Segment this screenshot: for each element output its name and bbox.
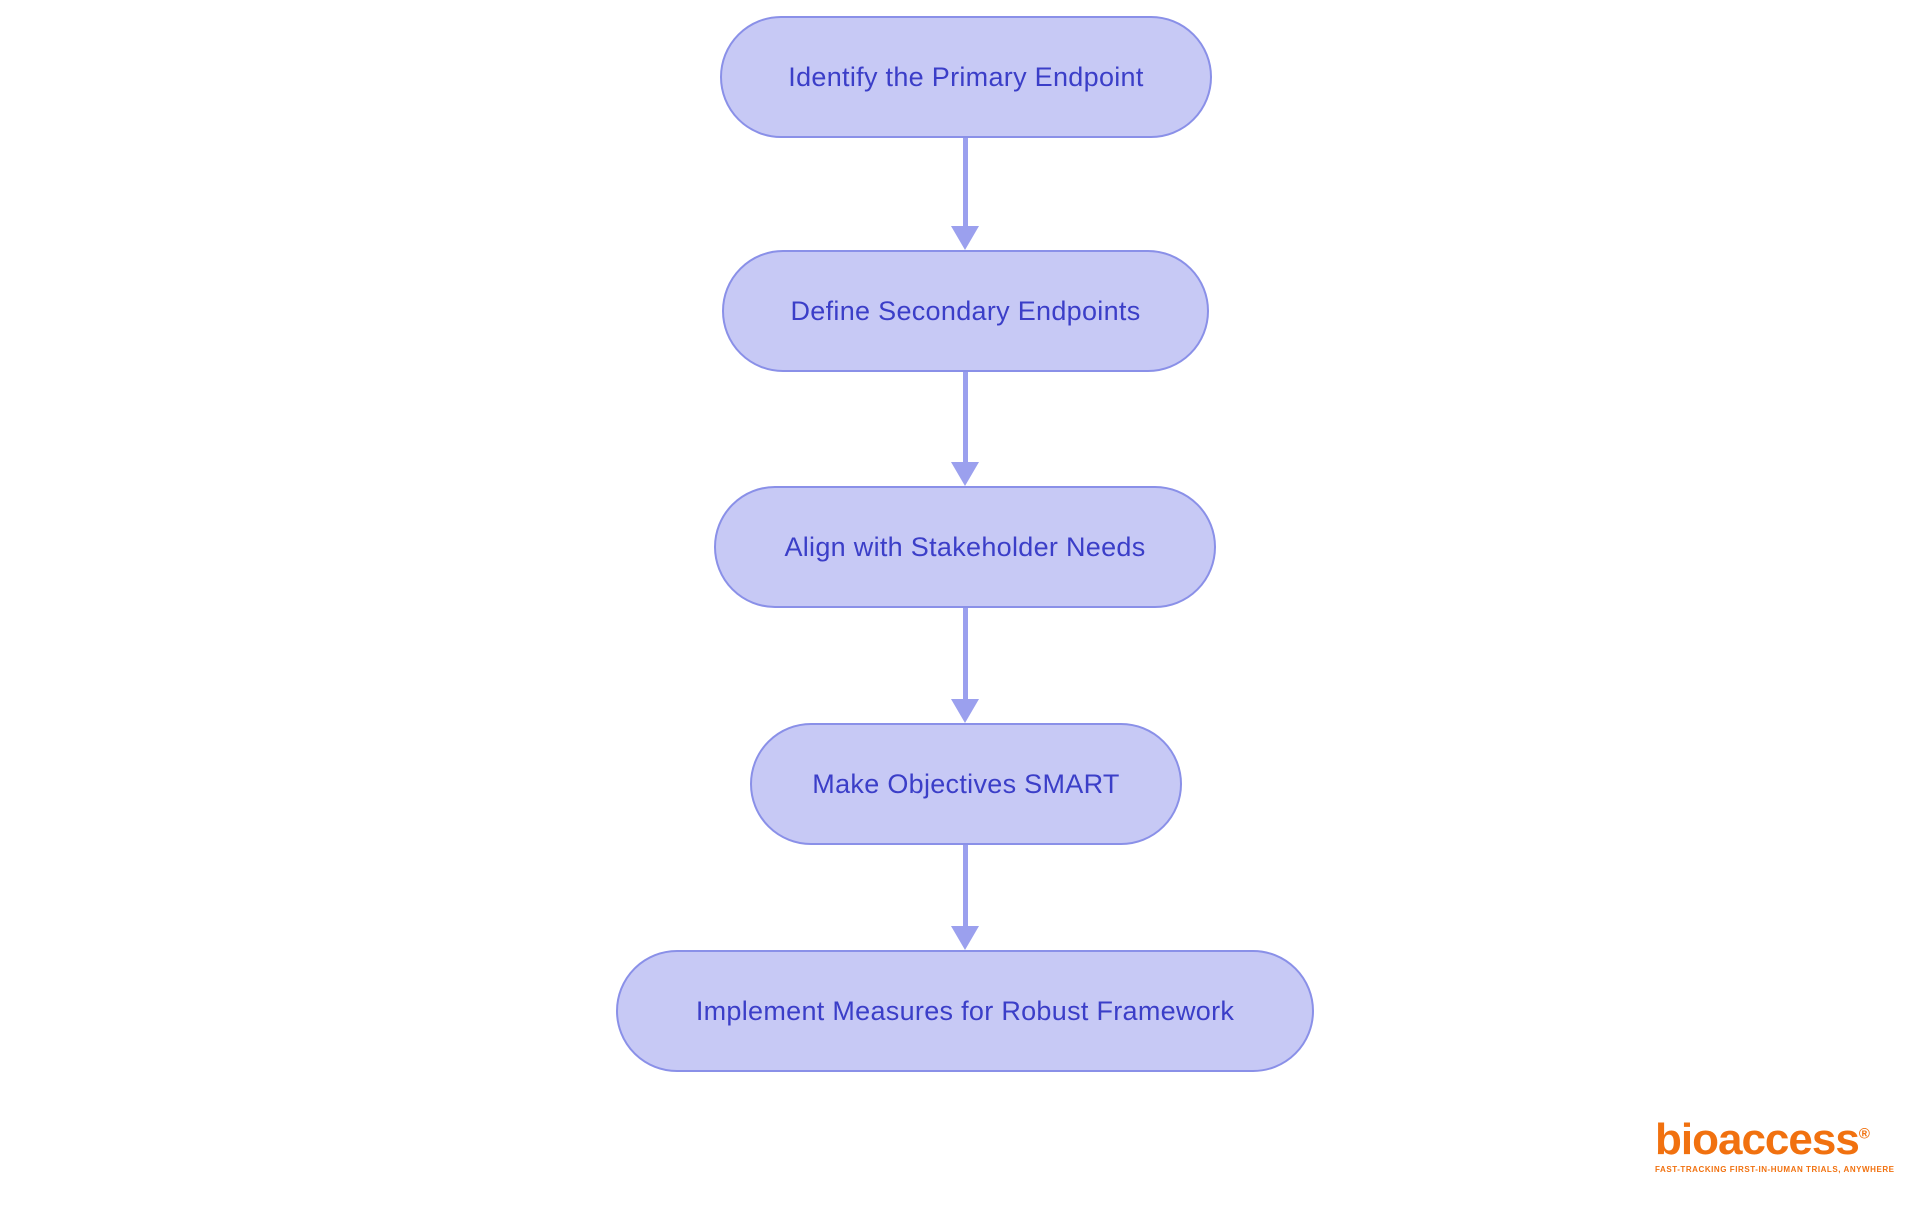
arrow-shaft [962,138,968,226]
arrow-down-icon [951,926,979,950]
bioaccess-logo: bioaccess® FAST-TRACKING FIRST-IN-HUMAN … [1655,1118,1895,1174]
arrow-shaft [962,608,968,699]
registered-trademark-icon: ® [1858,1125,1870,1143]
arrow-down-icon [951,462,979,486]
arrow-down-icon [951,699,979,723]
flow-node-implement-measures-robust-framework: Implement Measures for Robust Framework [616,950,1314,1072]
flow-node-label: Align with Stakeholder Needs [784,531,1146,562]
bioaccess-logo-tagline: FAST-TRACKING FIRST-IN-HUMAN TRIALS, ANY… [1655,1165,1895,1174]
flow-node-align-with-stakeholder-needs: Align with Stakeholder Needs [714,486,1216,608]
flow-node-label: Define Secondary Endpoints [790,295,1141,326]
flow-arrow-4 [951,845,979,950]
arrow-shaft [962,372,968,462]
flow-node-label: Implement Measures for Robust Framework [695,995,1235,1026]
flow-arrow-1 [951,138,979,250]
bioaccess-logo-text: bioaccess [1655,1115,1860,1164]
flow-node-label: Identify the Primary Endpoint [788,61,1144,92]
flow-arrow-2 [951,372,979,486]
arrow-down-icon [951,226,979,250]
arrow-shaft [962,845,968,926]
flow-node-identify-primary-endpoint: Identify the Primary Endpoint [720,16,1212,138]
flow-arrow-3 [951,608,979,723]
flow-node-label: Make Objectives SMART [812,768,1120,799]
flow-node-define-secondary-endpoints: Define Secondary Endpoints [722,250,1209,372]
bioaccess-logo-wordmark: bioaccess® [1655,1118,1895,1162]
flow-node-make-objectives-smart: Make Objectives SMART [750,723,1182,845]
